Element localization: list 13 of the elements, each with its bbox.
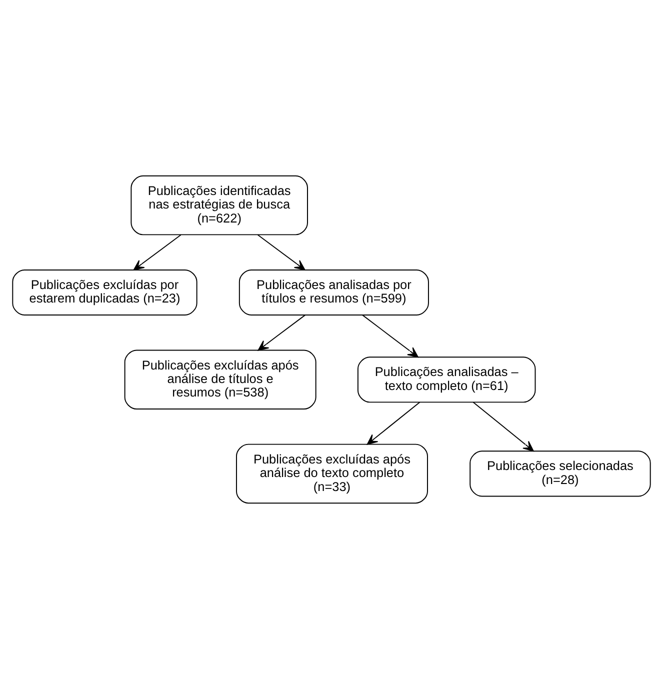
node-box: Publicações analisadas por títulos e resumos (n=599) (238, 269, 429, 316)
node-box: Publicações excluídas após análise de títulos e resumos (n=538) (124, 350, 316, 410)
arrow (472, 402, 534, 452)
node-box: Publicações excluídas por estarem duplicadas (n=23) (12, 269, 198, 316)
arrow (258, 314, 306, 351)
arrow (366, 402, 420, 445)
node-box: Publicações analisadas – texto completo (n=61) (357, 356, 536, 403)
node-box: Publicações identificadas nas estratégias de busca (n=622) (130, 175, 308, 236)
arrow (257, 234, 306, 270)
arrow (362, 314, 418, 358)
node-box: Publicações excluídas após análise do texto completo (n=33) (236, 444, 428, 504)
arrow (133, 234, 182, 270)
node-box: Publicações selecionadas (n=28) (470, 450, 651, 497)
